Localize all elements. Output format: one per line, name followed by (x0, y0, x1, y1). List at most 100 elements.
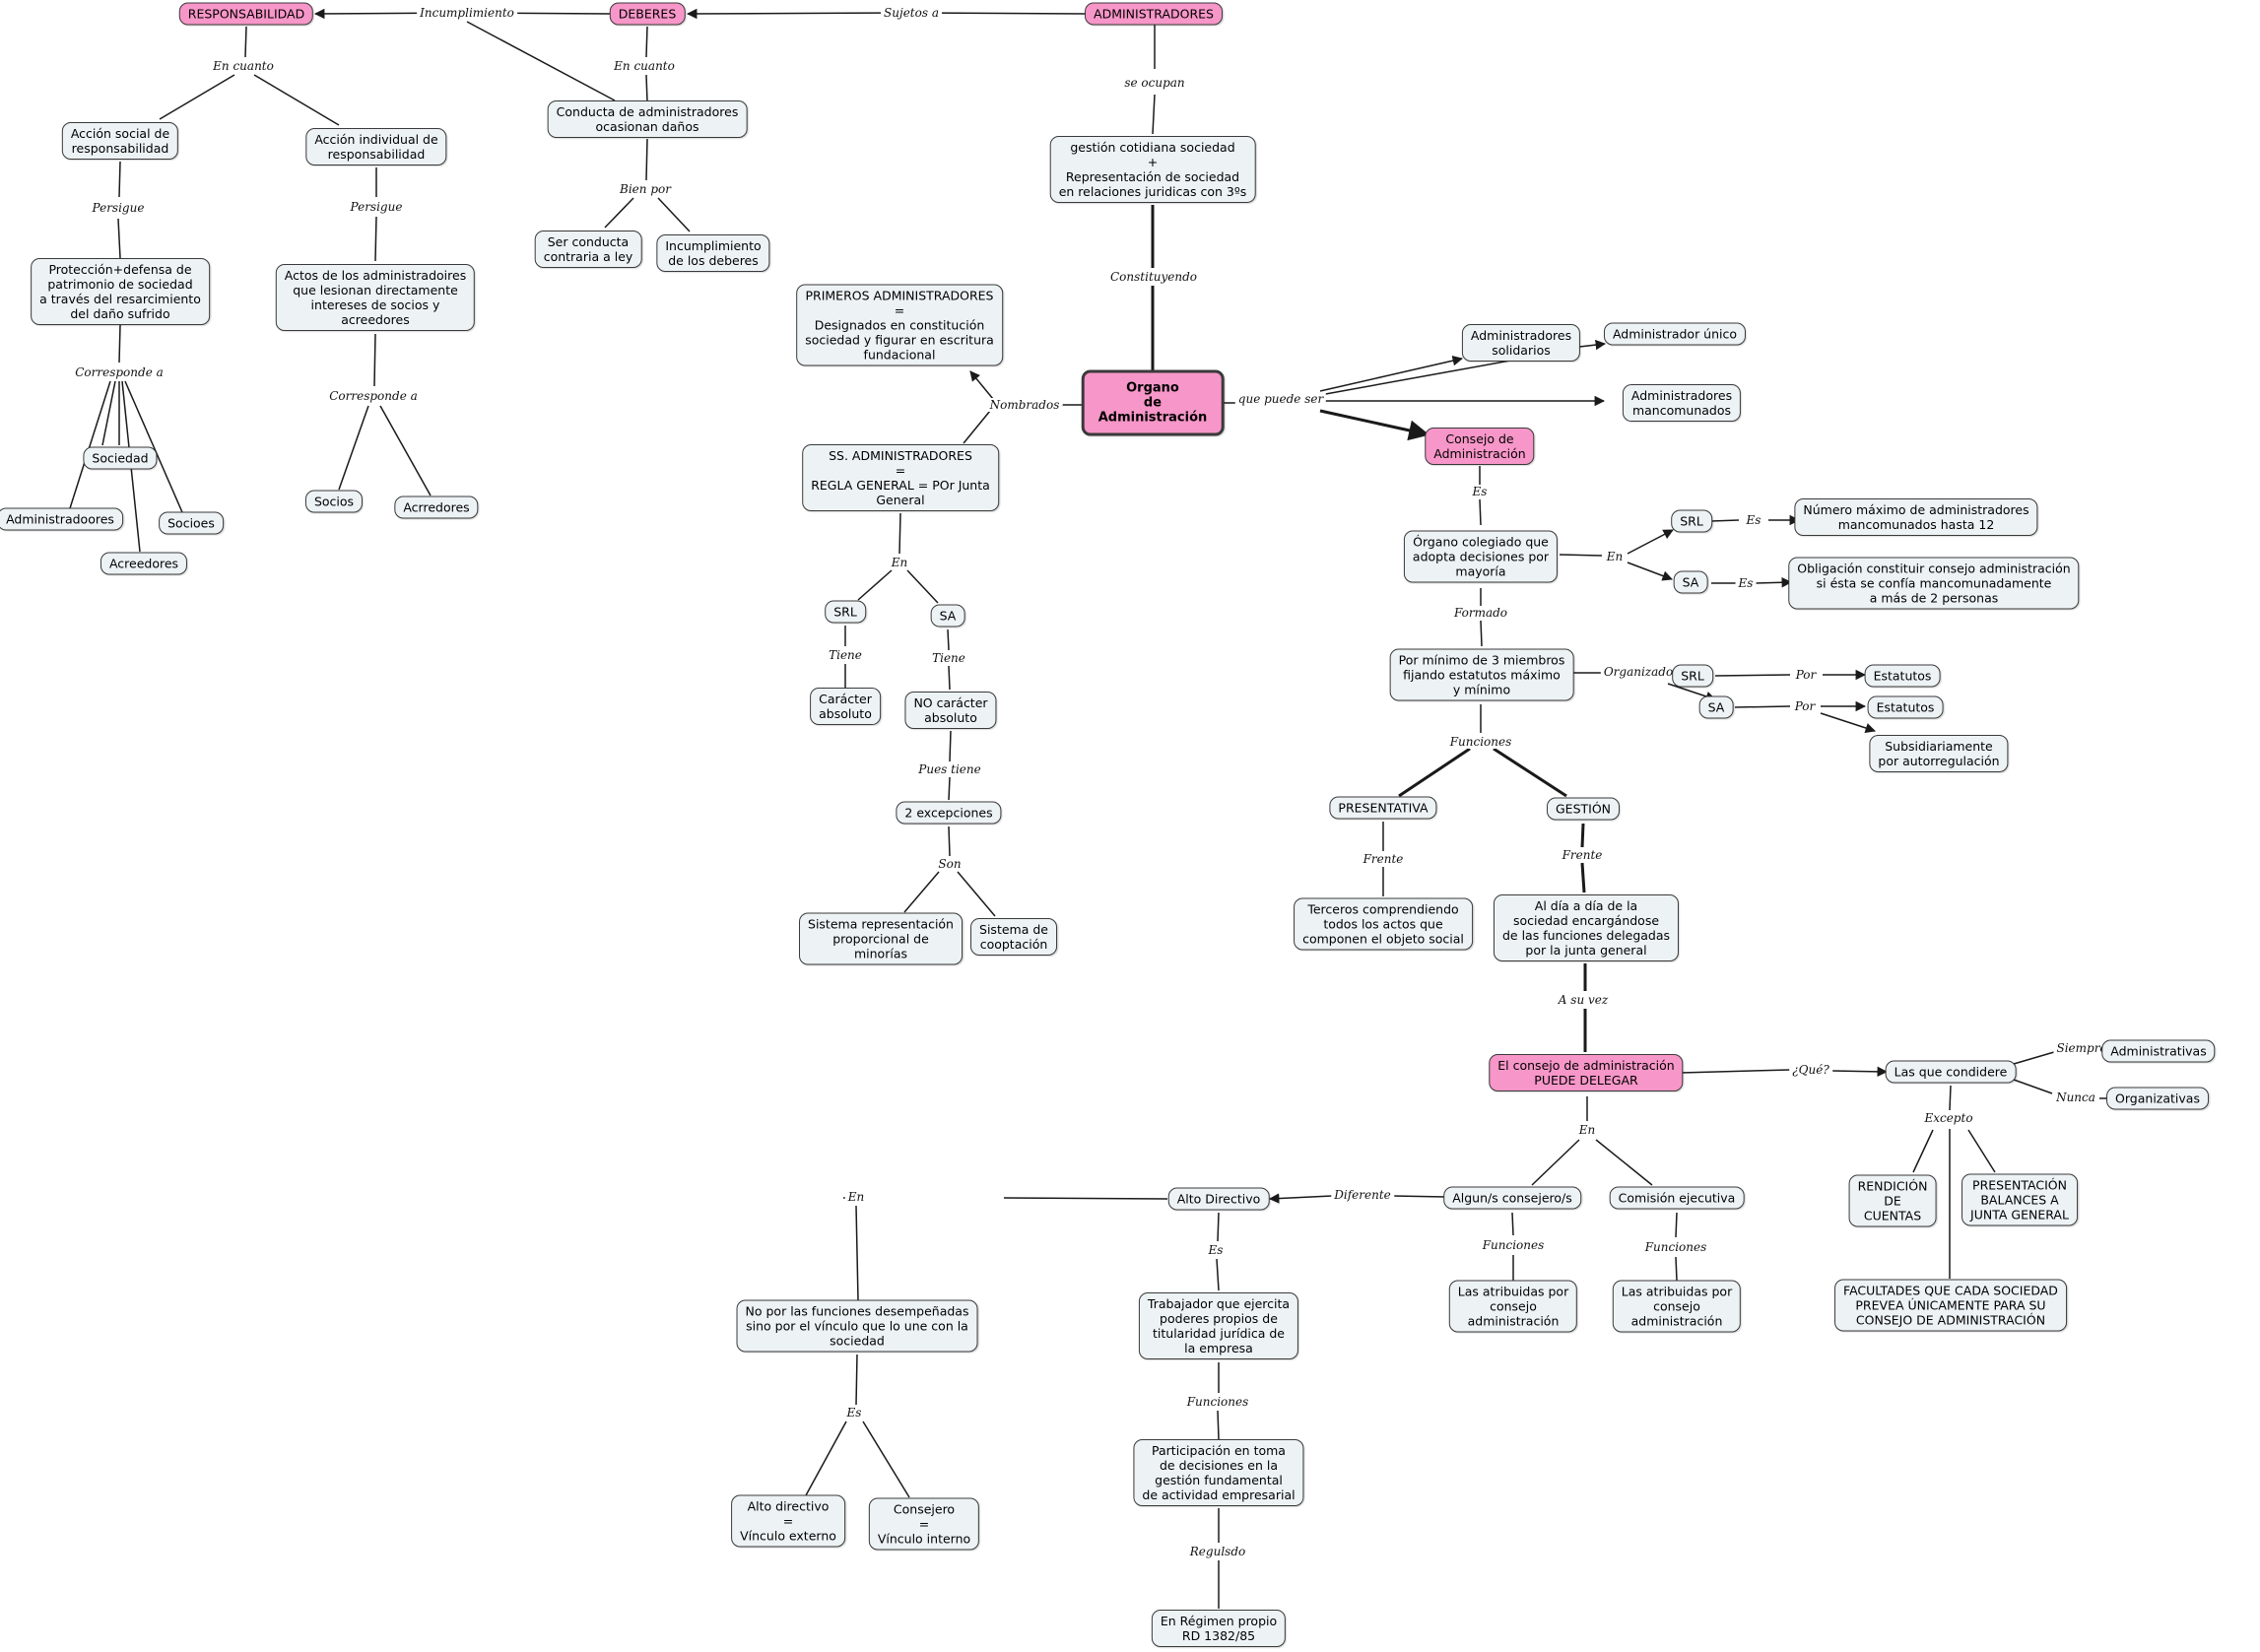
link-label: Diferente (1331, 1188, 1394, 1202)
concept-trabajador[interactable]: Trabajador que ejercita poderes propios … (1138, 1292, 1299, 1359)
concept-accion-individual[interactable]: Acción individual de responsabilidad (305, 128, 447, 165)
concept-incumplimiento-deberes[interactable]: Incumplimiento de los deberes (656, 234, 770, 272)
concept-sistema-representacion[interactable]: Sistema representación proporcional de m… (799, 912, 963, 965)
connector-line (1217, 1410, 1220, 1440)
concept-regimen-propio[interactable]: En Régimen propio RD 1382/85 (1151, 1610, 1287, 1647)
link-label: Constituyendo (1106, 270, 1201, 284)
link-label: En cuanto (611, 59, 678, 73)
connector-line (69, 380, 111, 509)
concept-admin-solidarios[interactable]: Administradores solidarios (1461, 324, 1581, 362)
concept-dos-excepciones[interactable]: 2 excepciones (896, 801, 1002, 825)
connector-line (1820, 712, 1876, 734)
concept-organo-administracion[interactable]: Organo de Administración (1081, 369, 1225, 436)
concept-caracter-absoluto[interactable]: Carácter absoluto (810, 688, 881, 725)
concept-conducta-administradores[interactable]: Conducta de administradores ocasionan da… (547, 100, 748, 138)
concept-al-dia[interactable]: Al día a día de la sociedad encargándose… (1493, 894, 1680, 961)
concept-rendicion-cuentas[interactable]: RENDICIÓN DE CUENTAS (1848, 1174, 1937, 1227)
concept-participacion[interactable]: Participación en toma de decisiones en l… (1133, 1439, 1304, 1506)
concept-acreedores[interactable]: Acreedores (100, 552, 188, 575)
concept-gestion[interactable]: GESTIÓN (1546, 797, 1621, 821)
concept-sistema-cooptacion[interactable]: Sistema de cooptación (970, 918, 1057, 956)
link-label: Excepto (1921, 1111, 1976, 1125)
concept-atribuidas-comision[interactable]: Las atribuidas por consejo administració… (1612, 1280, 1742, 1333)
concept-deberes[interactable]: DEBERES (609, 2, 686, 26)
link-label: Pues tiene (915, 762, 984, 776)
concept-facultades[interactable]: FACULTADES QUE CADA SOCIEDAD PREVEA ÚNIC… (1834, 1279, 2067, 1332)
concept-administrativas[interactable]: Administrativas (2101, 1039, 2216, 1063)
link-label: Funciones (1183, 1395, 1252, 1409)
connector-line (1479, 498, 1482, 526)
concept-acrredores[interactable]: Acrredores (394, 496, 479, 519)
link-label: Funciones (1446, 735, 1515, 749)
link-label: Organizado (1600, 665, 1677, 679)
concept-presentacion-balances[interactable]: PRESENTACIÓN BALANCES A JUNTA GENERAL (1961, 1173, 2078, 1226)
concept-srl-limite[interactable]: SRL (1671, 509, 1712, 533)
concept-ser-conducta[interactable]: Ser conducta contraria a ley (534, 231, 642, 268)
connector-line (373, 333, 376, 387)
concept-numero-maximo[interactable]: Número máximo de administradores mancomu… (1794, 498, 2038, 536)
concept-comision-ejecutiva[interactable]: Comisión ejecutiva (1609, 1186, 1745, 1210)
concept-algun-consejero[interactable]: Algun/s consejero/s (1443, 1186, 1581, 1210)
connector-line (604, 197, 634, 229)
concept-sociedad[interactable]: Sociedad (83, 446, 158, 470)
connector-line (948, 776, 951, 801)
connector-line (1511, 1212, 1514, 1236)
link-label: Regulsdo (1186, 1545, 1249, 1558)
concept-estatutos-srl[interactable]: Estatutos (1864, 664, 1941, 688)
concept-gestion-cotidiana[interactable]: gestión cotidiana sociedad + Representac… (1049, 136, 1256, 203)
connector-line (948, 826, 951, 857)
link-label: Persigue (347, 200, 406, 214)
concept-terceros[interactable]: Terceros comprendiendo todos los actos q… (1294, 897, 1473, 951)
concept-subsidiariamente[interactable]: Subsidiariamente por autorregulación (1869, 735, 2009, 772)
concept-ss-administradores[interactable]: SS. ADMINISTRADORES = REGLA GENERAL = PO… (802, 444, 999, 511)
connector-line (857, 569, 893, 601)
connector-line (906, 569, 939, 604)
connector-line (118, 324, 121, 363)
connector-line (2013, 1051, 2055, 1065)
concept-obligacion-consejo[interactable]: Obligación constituir consejo administra… (1788, 557, 2080, 610)
concept-organizativas[interactable]: Organizativas (2106, 1087, 2209, 1110)
concept-srl-organizacion[interactable]: SRL (1672, 664, 1713, 688)
concept-primeros-administradores[interactable]: PRIMEROS ADMINISTRADORES = Designados en… (796, 284, 1003, 366)
concept-sa-organizacion[interactable]: SA (1698, 695, 1734, 719)
link-label: que puede ser (1234, 392, 1327, 406)
concept-sa-limite[interactable]: SA (1673, 570, 1708, 594)
connector-line (1480, 620, 1483, 647)
connector-line (948, 665, 951, 691)
concept-alto-directivo-externo[interactable]: Alto directivo = Vínculo externo (731, 1494, 845, 1548)
concept-no-por-funciones[interactable]: No por las funciones desempeñadas sino p… (736, 1299, 978, 1353)
connector-line (1675, 1212, 1678, 1238)
concept-consejero-interno[interactable]: Consejero = Vínculo interno (868, 1497, 980, 1551)
connector-line (1949, 1085, 1952, 1111)
concept-organo-colegiado[interactable]: Órgano colegiado que adopta decisiones p… (1403, 530, 1559, 583)
connector-line (1531, 1139, 1580, 1186)
connector-line (379, 405, 432, 496)
concept-no-caracter-absoluto[interactable]: NO carácter absoluto (904, 692, 997, 729)
concept-alto-directivo[interactable]: Alto Directivo (1167, 1187, 1270, 1211)
connector-line (244, 26, 247, 58)
concept-estatutos-sa[interactable]: Estatutos (1867, 695, 1944, 719)
concept-admin-mancomunados[interactable]: Administradores mancomunados (1622, 384, 1742, 422)
concept-atribuidas-consejero[interactable]: Las atribuidas por consejo administració… (1448, 1280, 1578, 1333)
connector-line (1216, 1258, 1220, 1291)
concept-accion-social[interactable]: Acción social de responsabilidad (61, 122, 179, 160)
link-label: En (1575, 1123, 1599, 1137)
concept-socios[interactable]: Socios (304, 490, 364, 513)
concept-proteccion[interactable]: Protección+defensa de patrimonio de soci… (31, 258, 210, 325)
concept-consejo-administracion[interactable]: Consejo de Administración (1425, 428, 1535, 465)
connector-line (898, 512, 901, 555)
concept-las-que-considere[interactable]: Las que condidere (1885, 1060, 2017, 1084)
concept-administradores[interactable]: ADMINISTRADORES (1085, 2, 1223, 26)
concept-actos-administradores[interactable]: Actos de los administradoires que lesion… (275, 264, 476, 331)
concept-puede-delegar[interactable]: El consejo de administración PUEDE DELEG… (1489, 1054, 1684, 1091)
concept-administradoores[interactable]: Administradoores (0, 507, 123, 531)
concept-socioes[interactable]: Socioes (159, 511, 224, 535)
concept-admin-unico[interactable]: Administrador único (1603, 322, 1747, 346)
connector-line (101, 380, 116, 446)
connector-line (969, 370, 994, 400)
concept-responsabilidad[interactable]: RESPONSABILIDAD (178, 2, 314, 26)
concept-srl-nombramiento[interactable]: SRL (825, 600, 866, 624)
concept-sa-nombramiento[interactable]: SA (930, 604, 965, 628)
concept-minimo-miembros[interactable]: Por mínimo de 3 miembros fijando estatut… (1389, 648, 1574, 701)
concept-presentativa[interactable]: PRESENTATIVA (1329, 796, 1437, 820)
